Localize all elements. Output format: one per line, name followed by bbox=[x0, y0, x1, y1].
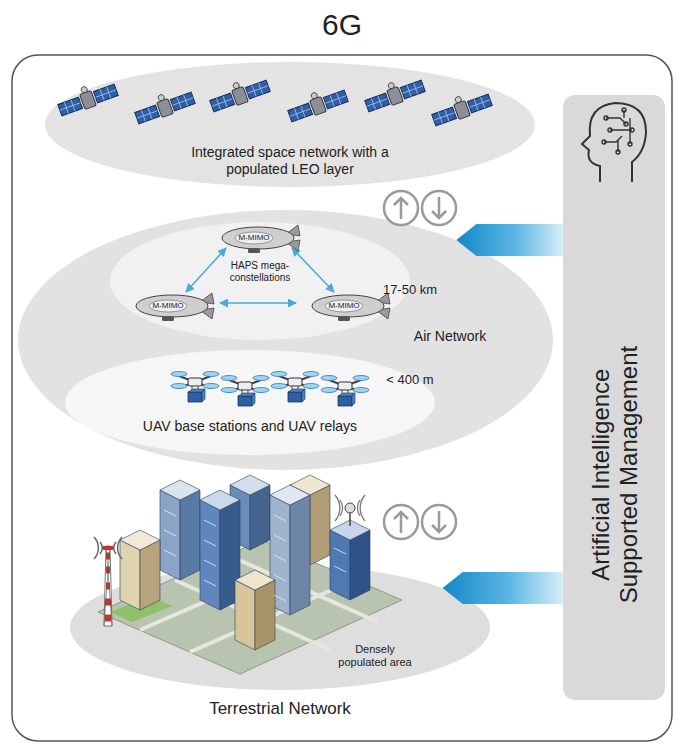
altitude-label: < 400 m bbox=[386, 373, 433, 387]
block-arrow bbox=[456, 224, 563, 256]
blimp-label: M-MIMO bbox=[328, 302, 359, 311]
block-arrow bbox=[443, 572, 563, 604]
node-text: Integrated space network with a populate… bbox=[175, 144, 405, 178]
node-text: Air Network bbox=[390, 328, 510, 345]
blimp-label: M-MIMO bbox=[152, 302, 183, 311]
altitude-label: 17-50 km bbox=[383, 283, 437, 297]
node-text: Terrestrial Network bbox=[150, 699, 410, 719]
node-text: Artificial Intelligence Supported Manage… bbox=[586, 338, 641, 613]
blimp-label: M-MIMO bbox=[238, 234, 269, 243]
node-text: UAV base stations and UAV relays bbox=[105, 418, 395, 435]
space-network: Integrated space network with a populate… bbox=[45, 62, 535, 187]
diagram-title: 6G bbox=[322, 8, 362, 41]
node-text: Densely populated area bbox=[330, 643, 420, 669]
node-text: HAPS mega-constellations bbox=[205, 260, 315, 284]
ai-management-panel: Artificial Intelligence Supported Manage… bbox=[563, 95, 665, 700]
